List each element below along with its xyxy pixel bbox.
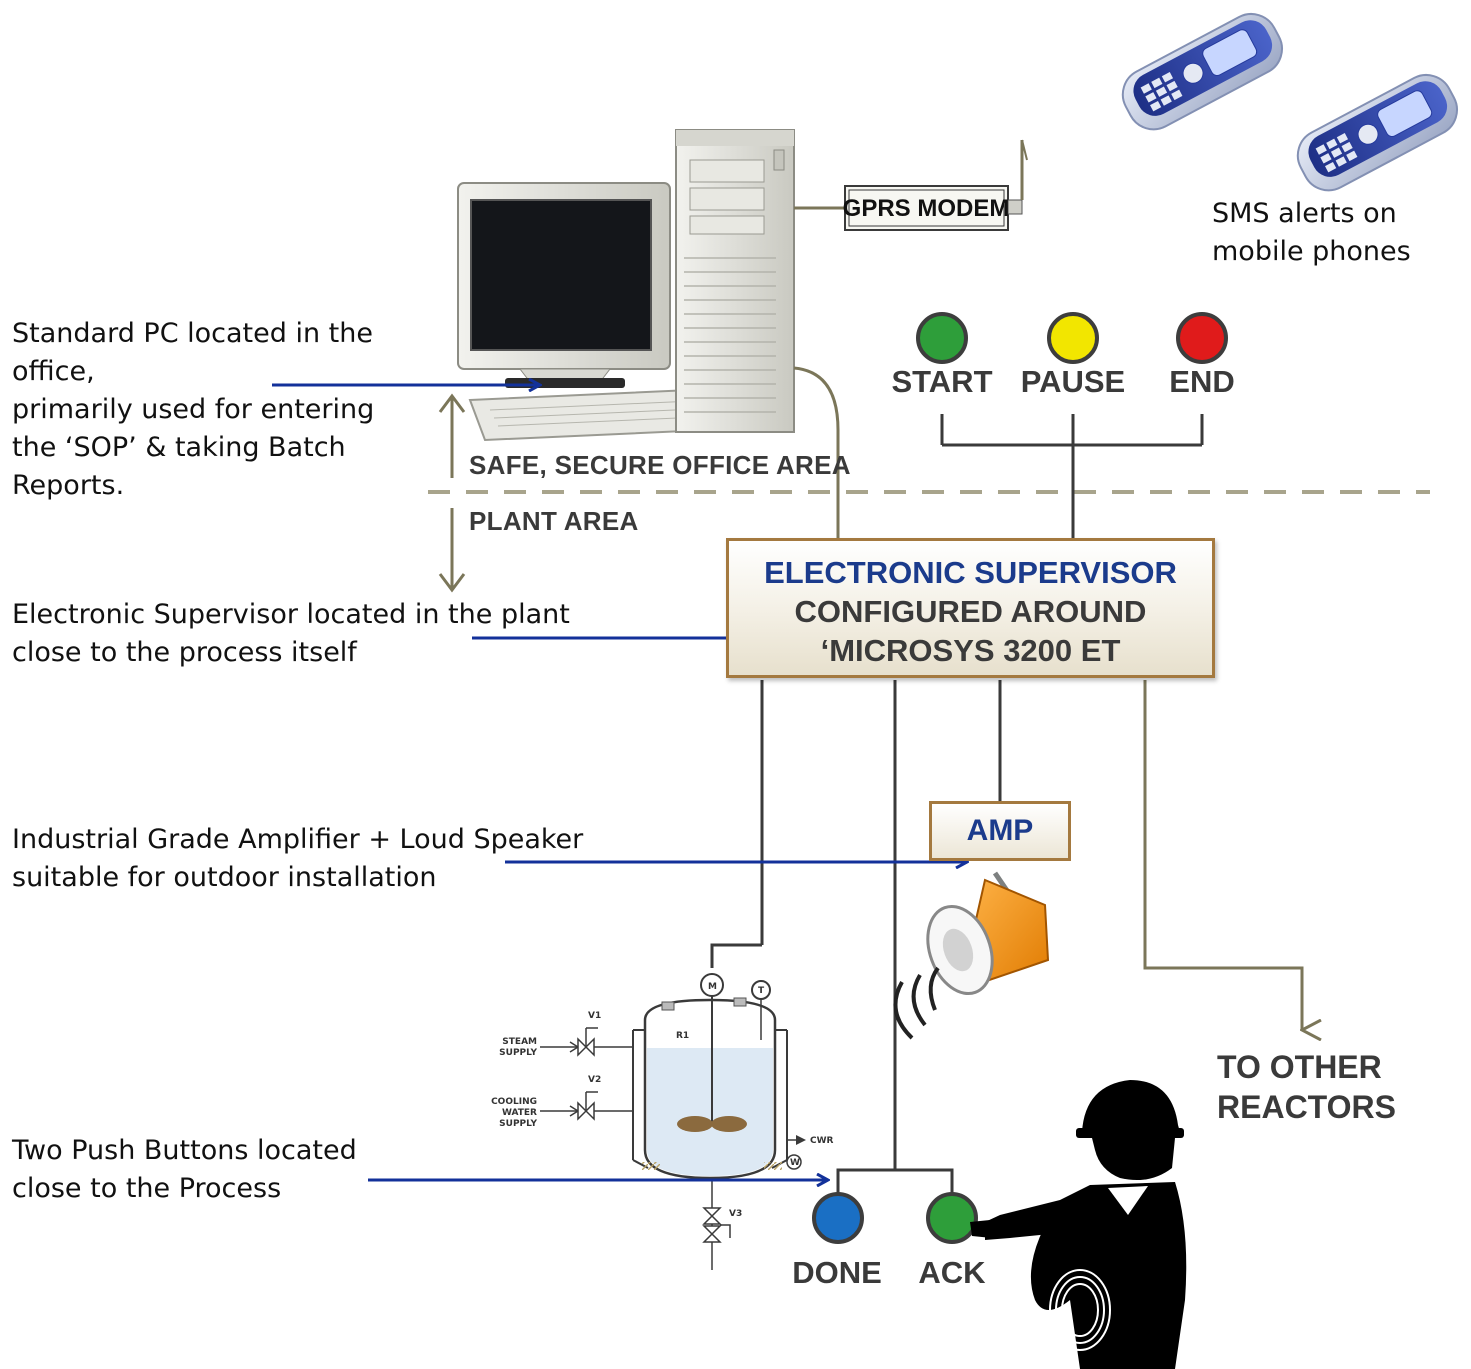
supervisor-note: Electronic Supervisor located in the pla… <box>12 596 570 672</box>
to-other-reactors-label: TO OTHER REACTORS <box>1217 1047 1396 1127</box>
annotation-arrows <box>272 385 967 1180</box>
plant-area-arrow <box>438 508 466 593</box>
ack-label: ACK <box>918 1255 986 1290</box>
cooling-label-2: WATER <box>502 1108 537 1118</box>
amplifier-note-line: Industrial Grade Amplifier + Loud Speake… <box>12 824 584 855</box>
pause-label: PAUSE <box>1020 364 1126 399</box>
sms-caption-line: SMS alerts on <box>1212 198 1397 229</box>
ack-button <box>926 1192 978 1244</box>
pc-note-line: the ‘SOP’ & taking Batch <box>12 432 346 463</box>
sms-caption-line: mobile phones <box>1212 236 1411 267</box>
push-buttons-note-line: Two Push Buttons located <box>12 1135 357 1166</box>
worker-silhouette-icon <box>970 1080 1187 1369</box>
supervisor-output-wires <box>710 680 1002 1170</box>
end-label: END <box>1169 364 1235 399</box>
mobile-phone-icon <box>1296 74 1458 192</box>
steam-label-2: SUPPLY <box>499 1048 537 1058</box>
pc-note: Standard PC located in the office, prima… <box>12 315 374 505</box>
top-buttons-wiring <box>940 414 1204 538</box>
motor-label: M <box>708 982 717 992</box>
pc-to-supervisor-cable <box>793 366 840 540</box>
cooling-label-3: SUPPLY <box>499 1119 537 1129</box>
start-label: START <box>891 364 993 399</box>
amplifier-note: Industrial Grade Amplifier + Loud Speake… <box>12 821 583 897</box>
cwr-label: CWR <box>810 1136 834 1146</box>
computer-icon <box>457 129 795 442</box>
supervisor-title: ELECTRONIC SUPERVISOR <box>764 555 1177 590</box>
office-area-label: SAFE, SECURE OFFICE AREA <box>469 450 851 480</box>
supervisor-note-line: close to the process itself <box>12 637 357 668</box>
sms-caption: SMS alerts on mobile phones <box>1212 195 1411 271</box>
cooling-label-1: COOLING <box>491 1097 537 1107</box>
pc-note-line: Reports. <box>12 470 125 501</box>
done-label: DONE <box>792 1255 882 1290</box>
pc-note-line: primarily used for entering <box>12 394 375 425</box>
gprs-modem-icon <box>844 139 1028 231</box>
mobile-phone-icon <box>1121 13 1283 131</box>
valve-v1-label: V1 <box>588 1011 601 1021</box>
office-area-arrow <box>438 393 466 478</box>
to-other-reactors-arrow <box>1143 680 1302 1030</box>
push-buttons-note: Two Push Buttons located close to the Pr… <box>12 1132 357 1208</box>
pc-note-line: Standard PC located in the <box>12 318 373 349</box>
water-label: W <box>790 1158 800 1168</box>
gprs-modem-label: GPRS MODEM <box>843 195 1010 222</box>
supervisor-note-line: Electronic Supervisor located in the pla… <box>12 599 570 630</box>
to-other-reactors-line: REACTORS <box>1217 1089 1396 1125</box>
pc-note-line: office, <box>12 356 95 387</box>
supervisor-model: ‘MICROSYS 3200 ET <box>820 633 1121 668</box>
steam-label-1: STEAM <box>502 1037 537 1047</box>
plant-area-label: PLANT AREA <box>469 506 639 536</box>
to-other-reactors-line: TO OTHER <box>1217 1049 1382 1085</box>
pause-light <box>1047 312 1099 364</box>
electronic-supervisor-box: ELECTRONIC SUPERVISOR CONFIGURED AROUND … <box>726 538 1215 678</box>
push-buttons-note-line: close to the Process <box>12 1173 282 1204</box>
amp-box: AMP <box>929 801 1071 861</box>
amplifier-note-line: suitable for outdoor installation <box>12 862 437 893</box>
valve-v3-label: V3 <box>729 1209 742 1219</box>
start-light <box>916 312 968 364</box>
end-light <box>1176 312 1228 364</box>
reactor-schematic-icon: R1 M T W V1 V2 V3 STEAM SUPPLY COOLING W… <box>491 973 834 1270</box>
loudspeaker-icon <box>893 871 1050 1040</box>
valve-v2-label: V2 <box>588 1075 601 1085</box>
temp-label: T <box>758 986 765 996</box>
bottom-buttons-wiring <box>836 1168 954 1193</box>
done-button <box>812 1192 864 1244</box>
supervisor-subtitle: CONFIGURED AROUND <box>794 594 1147 629</box>
reactor-r1-label: R1 <box>676 1031 689 1041</box>
